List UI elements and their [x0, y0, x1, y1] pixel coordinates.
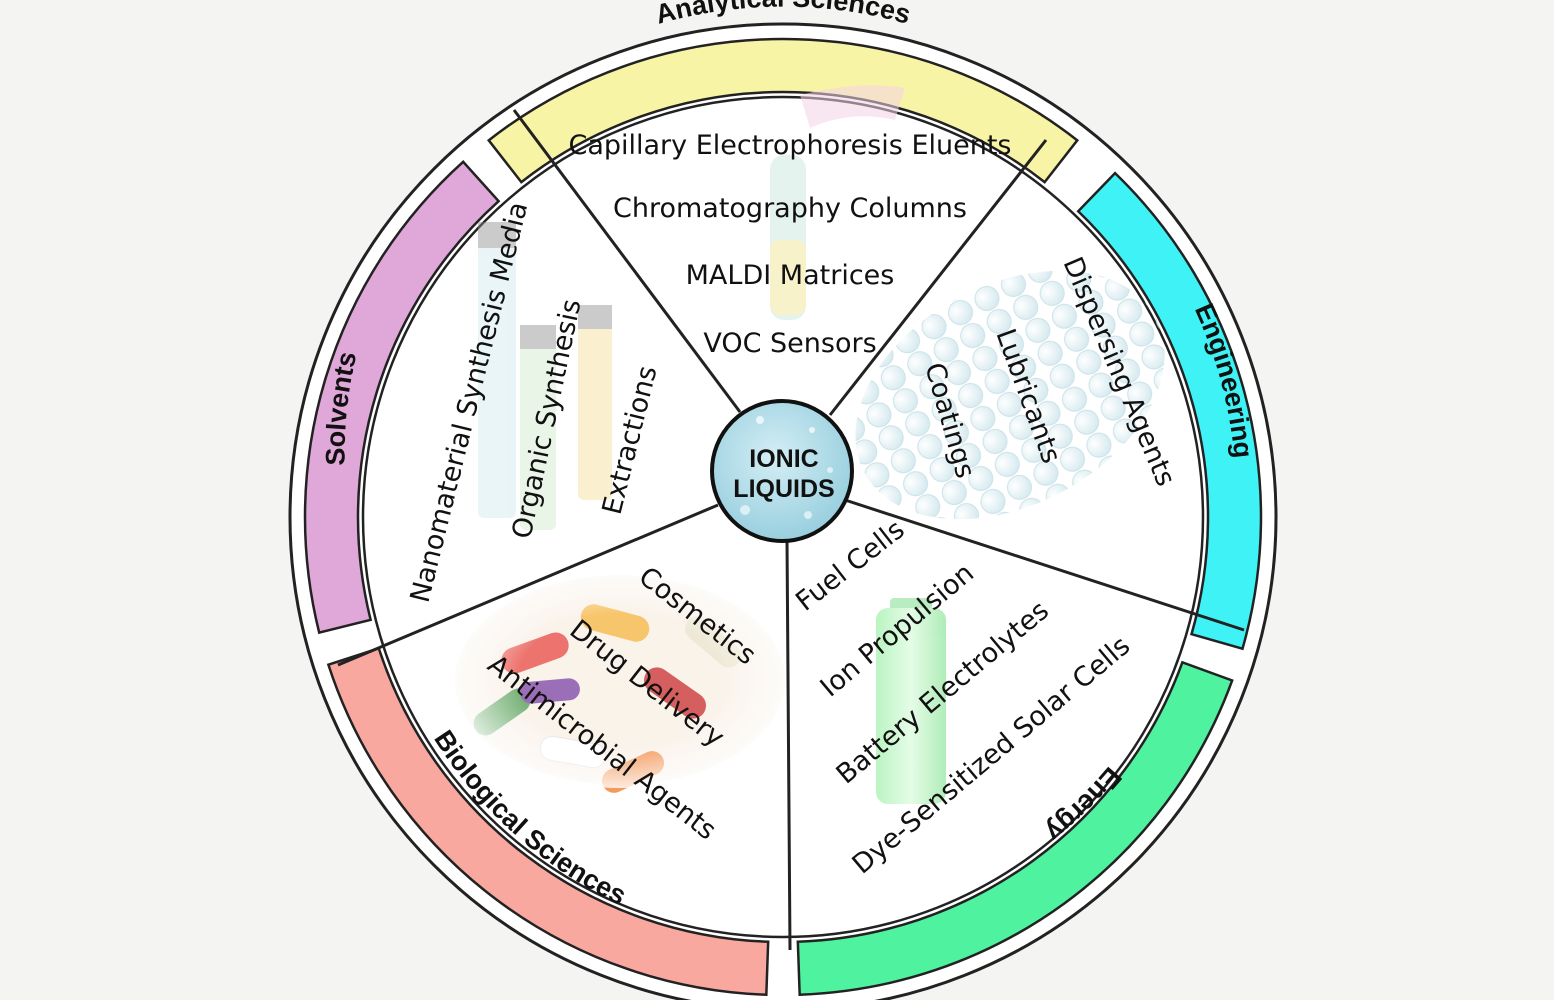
- band-analytical: [486, 37, 1080, 184]
- spoke-3: [844, 498, 1245, 632]
- band-engineering: [1076, 171, 1263, 651]
- hub-line-1: IONIC: [749, 445, 818, 473]
- item-chromatography-columns: Chromatography Columns: [613, 193, 967, 224]
- spoke-5: [337, 503, 719, 667]
- pills-illustration: [452, 572, 788, 793]
- band-solvents: [303, 160, 501, 635]
- spoke-1: [512, 109, 742, 413]
- hub-line-2: LIQUIDS: [733, 475, 834, 503]
- vials-illustration: [478, 222, 612, 530]
- analytical-items: Capillary Electrophoresis Eluents Chroma…: [568, 130, 1011, 359]
- hub: IONIC LIQUIDS: [710, 399, 854, 543]
- item-maldi-matrices: MALDI Matrices: [686, 260, 895, 291]
- band-energy: [796, 660, 1234, 997]
- spoke-4: [785, 539, 792, 951]
- bubbles-illustration: [855, 270, 1165, 520]
- category-bands: [303, 37, 1263, 997]
- test-tube-illustration: [770, 85, 905, 320]
- battery-illustration: [876, 598, 946, 804]
- item-capillary-electrophoresis: Capillary Electrophoresis Eluents: [568, 130, 1011, 161]
- band-biological: [326, 646, 770, 997]
- sector-dividers: [337, 109, 1245, 951]
- spoke-2: [828, 139, 1048, 416]
- item-voc-sensors: VOC Sensors: [703, 328, 876, 359]
